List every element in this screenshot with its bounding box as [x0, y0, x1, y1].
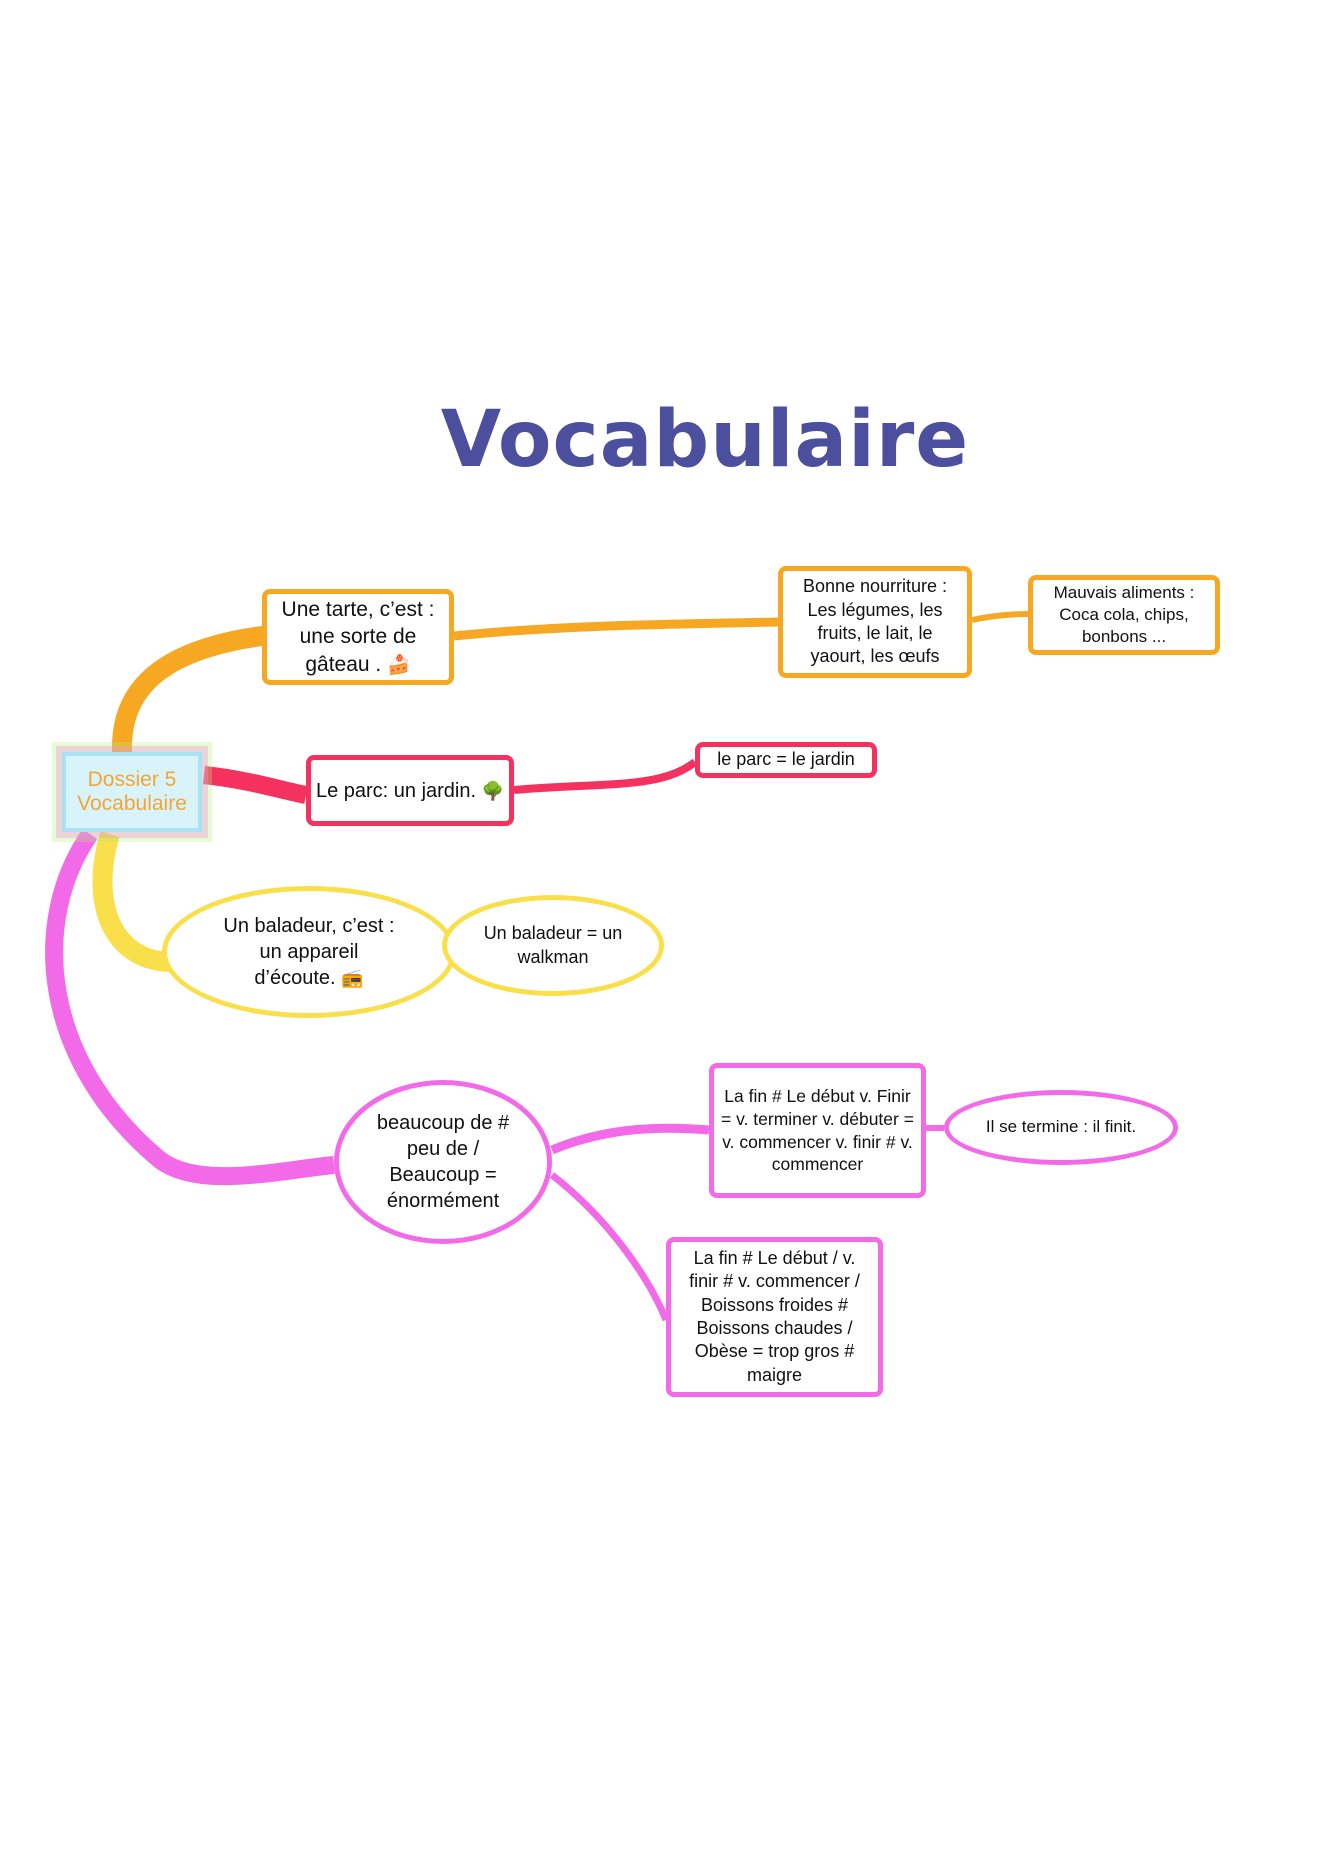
node-baladeur[interactable]: Un baladeur, c’est : un appareil d’écout… [162, 886, 456, 1018]
node-baladeur-text: Un baladeur, c’est : un appareil d’écout… [223, 915, 395, 989]
branch-red-main [203, 766, 308, 804]
central-topic[interactable]: Dossier 5 Vocabulaire [62, 752, 202, 832]
central-line-1: Dossier 5 [87, 768, 177, 791]
branch-red-2 [513, 758, 698, 794]
node-la-fin-1[interactable]: La fin # Le début v. Finir = v. terminer… [709, 1063, 926, 1198]
node-parc-text: Le parc: un jardin. [315, 779, 477, 802]
node-parc[interactable]: Le parc: un jardin. 🌳 [306, 755, 514, 826]
branch-pink-3 [549, 1172, 670, 1322]
cake-icon: 🍰 [387, 654, 411, 676]
node-il-se-termine[interactable]: Il se termine : il finit. [944, 1090, 1178, 1165]
node-tarte-text: Une tarte, c’est : une sorte de gâteau . [281, 597, 435, 676]
node-la-fin-2[interactable]: La fin # Le début / v. finir # v. commen… [666, 1237, 883, 1397]
node-parc-jardin[interactable]: le parc = le jardin [695, 742, 877, 778]
central-line-2: Vocabulaire [77, 792, 187, 815]
radio-icon: 📻 [341, 968, 364, 988]
node-walkman[interactable]: Un baladeur = un walkman [442, 895, 664, 996]
branch-pink-2 [550, 1123, 710, 1155]
tree-icon: 🌳 [481, 780, 505, 801]
node-tarte[interactable]: Une tarte, c’est : une sorte de gâteau .… [262, 589, 454, 685]
branch-pink-main [45, 828, 335, 1186]
branch-orange-3 [971, 611, 1029, 623]
branch-orange-2 [453, 617, 779, 641]
branch-orange-main [111, 626, 272, 762]
node-bonne-nourriture[interactable]: Bonne nourriture : Les légumes, les frui… [778, 566, 972, 678]
branch-yellow-main [92, 831, 171, 972]
node-mauvais-aliments[interactable]: Mauvais aliments : Coca cola, chips, bon… [1028, 575, 1220, 655]
node-beaucoup[interactable]: beaucoup de # peu de / Beaucoup = énormé… [334, 1080, 552, 1244]
page-title: Vocabulaire [440, 395, 970, 485]
